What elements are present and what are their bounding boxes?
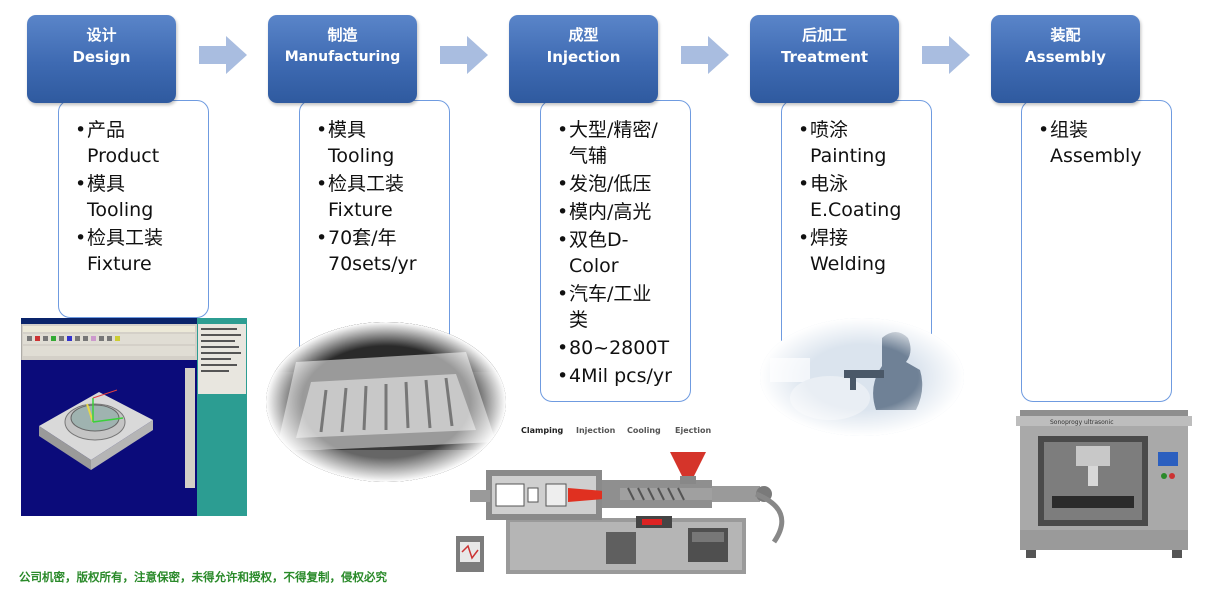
stage-header-assembly: 装配 Assembly — [991, 15, 1140, 103]
list-item: 4Mil pcs/yr — [557, 363, 690, 389]
stage-title-zh: 后加工 — [801, 26, 847, 44]
stage-title-en: Assembly — [1025, 48, 1106, 66]
phase-label-injection: Injection — [576, 426, 616, 435]
list-item: 大型/精密/气辅 — [557, 117, 690, 169]
tooling-photo — [266, 322, 506, 482]
list-item: 80~2800T — [557, 335, 690, 361]
stage-header-treatment: 后加工 Treatment — [750, 15, 899, 103]
phase-label-clamping: Clamping — [521, 426, 564, 435]
list-item: 发泡/低压 — [557, 171, 690, 197]
stage-title-en: Design — [72, 48, 131, 66]
stage-title-zh: 制造 — [327, 26, 358, 44]
stage-title-en: Treatment — [780, 48, 869, 66]
arrow-right-icon — [681, 36, 729, 74]
stage-title-en: Manufacturing — [284, 49, 401, 65]
list-item: 双色D-Color — [557, 227, 690, 279]
stage-title-zh: 成型 — [568, 26, 599, 44]
stage-header-manufacturing: 制造 Manufacturing — [268, 15, 417, 103]
ultrasonic-welder-photo: Sonoprogy ultrasonic — [1016, 410, 1192, 558]
stage-box-injection: 大型/精密/气辅 发泡/低压 模内/高光 双色D-Color 汽车/工业类 80… — [540, 100, 691, 402]
stage-header-design: 设计 Design — [27, 15, 176, 103]
injection-machine-illustration — [456, 452, 785, 574]
phase-label-cooling: Cooling — [627, 426, 661, 435]
cad-software-screenshot — [21, 318, 247, 516]
stage-title-zh: 装配 — [1050, 26, 1081, 44]
arrow-right-icon — [922, 36, 970, 74]
phase-label-ejection: Ejection — [675, 426, 712, 435]
list-item: 电泳E.Coating — [798, 171, 931, 223]
stage-title-zh: 设计 — [86, 26, 117, 44]
stage-header-injection: 成型 Injection — [509, 15, 658, 103]
list-item: 模内/高光 — [557, 199, 690, 225]
stage-title-en: Injection — [546, 48, 621, 66]
welder-brand: Sonoprogy ultrasonic — [1050, 419, 1114, 426]
list-item: 汽车/工业类 — [557, 281, 690, 333]
arrow-right-icon — [199, 36, 247, 74]
confidentiality-notice: 公司机密，版权所有，注意保密，未得允许和授权，不得复制，侵权必究 — [19, 570, 387, 584]
painting-photo — [760, 318, 964, 436]
arrow-right-icon — [440, 36, 488, 74]
